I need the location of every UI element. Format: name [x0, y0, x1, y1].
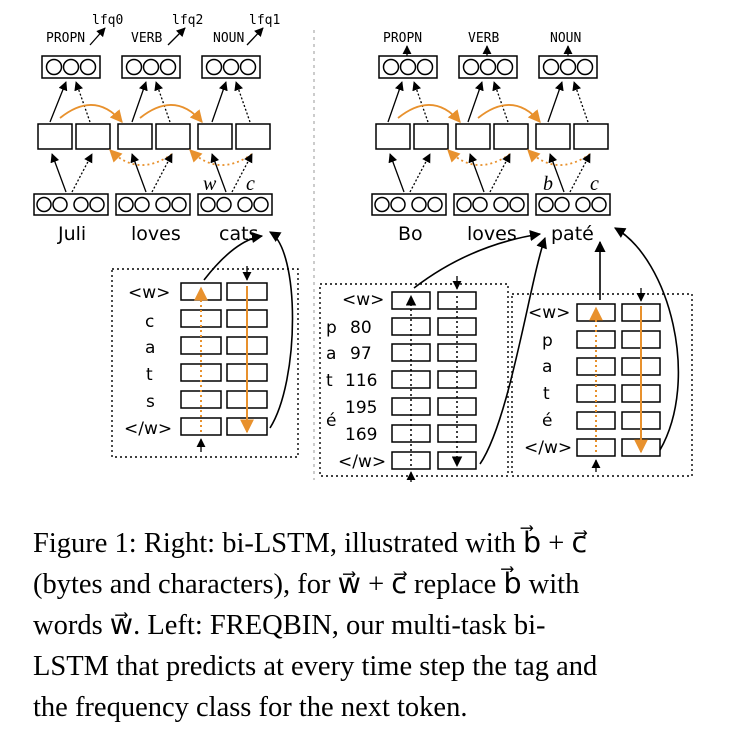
- byte-value: 169: [345, 425, 377, 445]
- char-lstm-box: [111, 268, 299, 458]
- left-panel: lfq0 lfq2 lfq1 PROPN VERB NOUN: [33, 13, 299, 458]
- char-label: c: [145, 312, 154, 332]
- input-layer: [33, 193, 273, 216]
- char-label: t: [543, 384, 550, 404]
- byte-char: t: [326, 371, 333, 391]
- caption-line: (bytes and characters), for w⃗ + c⃗ repl…: [33, 569, 580, 600]
- caption-line: the frequency class for the next token.: [33, 692, 468, 723]
- byte-char: p: [326, 318, 337, 338]
- tag-label: VERB: [468, 31, 499, 46]
- figure-caption: Figure 1: Right: bi-LSTM, illustrated wi…: [33, 523, 703, 728]
- freq-label: lfq0: [92, 13, 123, 28]
- char-label: <w>: [128, 283, 170, 303]
- tag-label: PROPN: [383, 31, 422, 46]
- byte-end-label: </w>: [338, 452, 386, 472]
- char-label: <w>: [528, 303, 570, 323]
- byte-value: 195: [345, 398, 377, 418]
- output-layer: [378, 55, 598, 79]
- vec-w-label: w⃗: [203, 173, 232, 195]
- byte-start-label: <w>: [342, 290, 384, 310]
- caption-line: LSTM that predicts at every time step th…: [33, 651, 598, 682]
- caption-line: Figure 1: Right: bi-LSTM, illustrated wi…: [33, 528, 588, 559]
- char-label: é: [542, 411, 552, 431]
- vec-c-label: c⃗: [246, 173, 270, 195]
- char-label: a: [542, 357, 552, 377]
- char-label: t: [146, 365, 153, 385]
- bilstm-diagram: lfq0 lfq2 lfq1 PROPN VERB NOUN: [33, 13, 693, 482]
- vec-c-label: c⃗: [590, 173, 614, 195]
- vec-b-label: b⃗: [543, 173, 569, 195]
- char-label: p: [542, 331, 553, 351]
- word-label: Bo: [398, 223, 423, 245]
- caption-line: words w⃗. Left: FREQBIN, our multi-task …: [33, 610, 546, 641]
- char-lstm-box: [511, 293, 693, 477]
- char-label: a: [145, 338, 155, 358]
- word-label: loves: [467, 223, 517, 245]
- byte-value: 80: [350, 318, 372, 338]
- word-label: cats: [219, 223, 258, 245]
- byte-char: é: [326, 411, 336, 431]
- word-label: paté: [551, 223, 594, 245]
- char-label: </w>: [524, 438, 572, 458]
- hidden-layer: [37, 123, 271, 150]
- tag-label: NOUN: [550, 31, 581, 46]
- input-layer: [371, 193, 611, 216]
- tag-label: VERB: [131, 31, 162, 46]
- freq-label: lfq1: [249, 13, 280, 28]
- tag-label: PROPN: [46, 31, 85, 46]
- right-panel: PROPN VERB NOUN: [319, 31, 693, 482]
- output-layer: [41, 55, 261, 79]
- word-label: loves: [131, 223, 181, 245]
- word-label: Juli: [57, 223, 86, 245]
- byte-char: a: [326, 344, 336, 364]
- hidden-layer: [375, 123, 609, 150]
- freq-label: lfq2: [172, 13, 203, 28]
- char-label: </w>: [124, 419, 172, 439]
- tag-label: NOUN: [213, 31, 244, 46]
- byte-value: 97: [350, 344, 372, 364]
- byte-value: 116: [345, 371, 377, 391]
- char-label: s: [146, 392, 155, 412]
